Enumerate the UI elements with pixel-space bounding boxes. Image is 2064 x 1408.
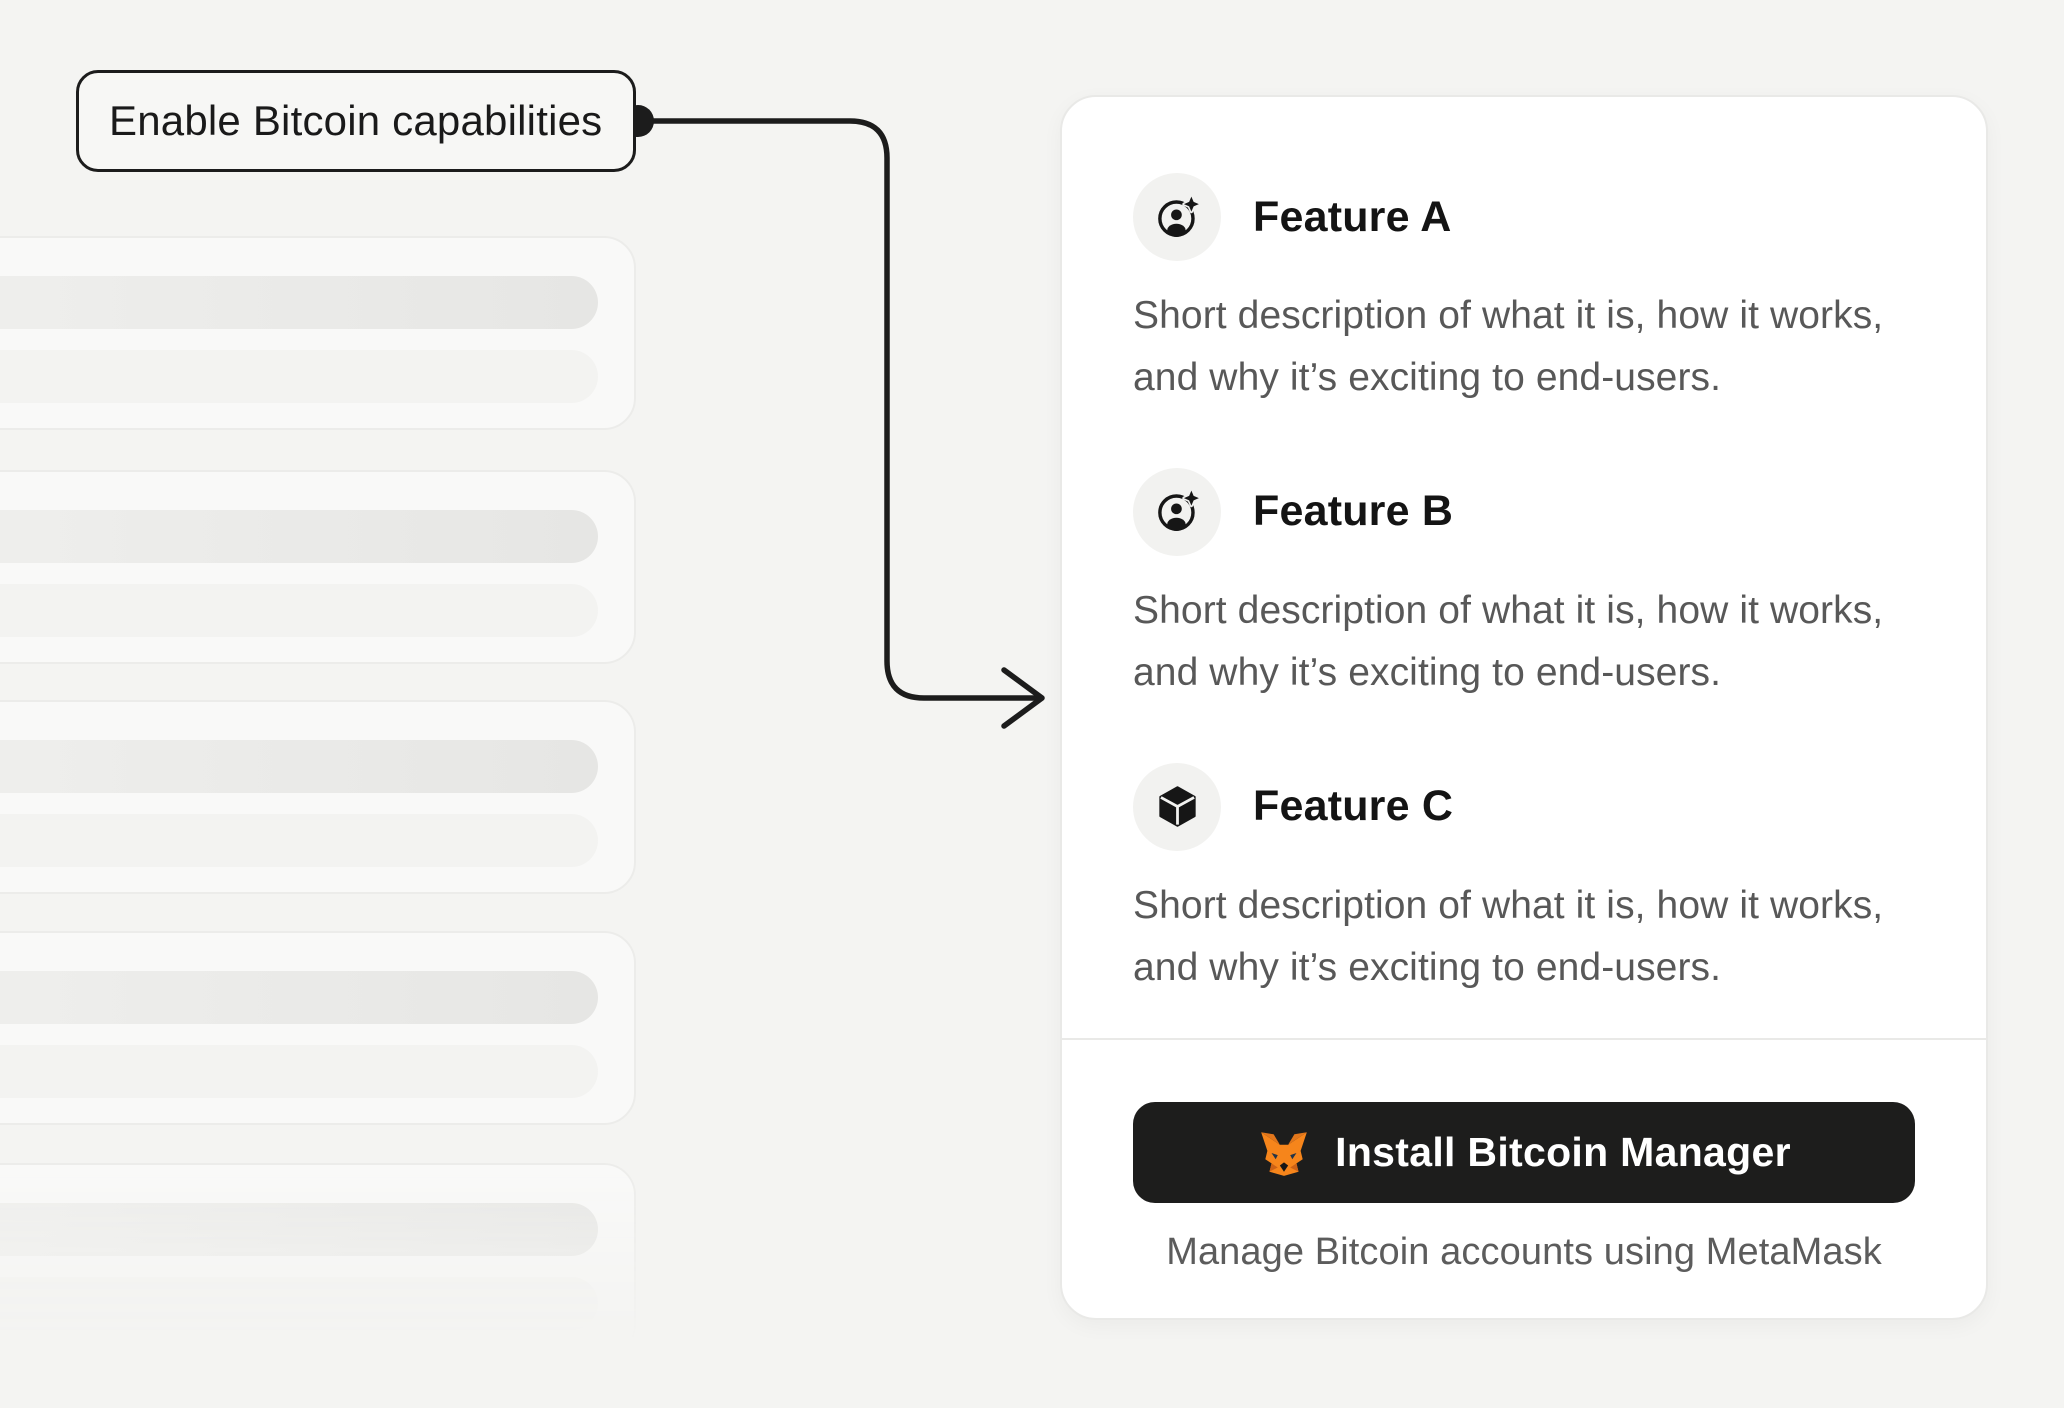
skeleton-line xyxy=(0,740,598,793)
annotation-label-text: Enable Bitcoin capabilities xyxy=(109,97,603,144)
skeleton-line xyxy=(0,276,598,329)
feature-title: Feature B xyxy=(1253,487,1454,536)
skeleton-line xyxy=(0,350,598,403)
skeleton-line xyxy=(0,814,598,867)
feature-panel: Feature A Short description of what it i… xyxy=(1060,95,1988,1320)
skeleton-card xyxy=(0,236,636,430)
feature-description: Short description of what it is, how it … xyxy=(1133,588,1884,695)
skeleton-line xyxy=(0,1045,598,1098)
feature-item-c: Feature C Short description of what it i… xyxy=(1133,762,1915,1000)
feature-item-a: Feature A Short description of what it i… xyxy=(1133,173,1915,410)
cta-area: Install Bitcoin Manager Manage Bitcoin a… xyxy=(1062,1040,1986,1318)
skeleton-card xyxy=(0,931,636,1125)
arrowhead xyxy=(1001,667,1045,729)
account-sparkle-icon xyxy=(1133,173,1221,261)
skeleton-line xyxy=(0,1203,598,1256)
cube-icon xyxy=(1133,762,1221,851)
annotation-label: Enable Bitcoin capabilities xyxy=(76,70,636,172)
skeleton-line xyxy=(0,510,598,563)
metamask-fox-icon xyxy=(1257,1128,1311,1178)
skeleton-line xyxy=(0,1277,598,1330)
feature-item-b: Feature B Short description of what it i… xyxy=(1133,467,1915,705)
account-sparkle-icon xyxy=(1133,467,1221,556)
feature-title: Feature C xyxy=(1253,782,1454,831)
skeleton-card xyxy=(0,700,636,894)
cta-label: Install Bitcoin Manager xyxy=(1335,1129,1791,1175)
skeleton-card xyxy=(0,470,636,664)
skeleton-card xyxy=(0,1163,636,1357)
install-bitcoin-manager-button[interactable]: Install Bitcoin Manager xyxy=(1133,1102,1915,1203)
feature-description: Short description of what it is, how it … xyxy=(1133,294,1884,400)
panel-divider xyxy=(1062,1038,1986,1040)
skeleton-line xyxy=(0,971,598,1024)
feature-description: Short description of what it is, how it … xyxy=(1133,883,1884,989)
feature-list: Feature A Short description of what it i… xyxy=(1062,97,1986,1038)
skeleton-line xyxy=(0,584,598,637)
cta-footnote: Manage Bitcoin accounts using MetaMask xyxy=(1166,1231,1882,1273)
feature-title: Feature A xyxy=(1253,192,1452,241)
